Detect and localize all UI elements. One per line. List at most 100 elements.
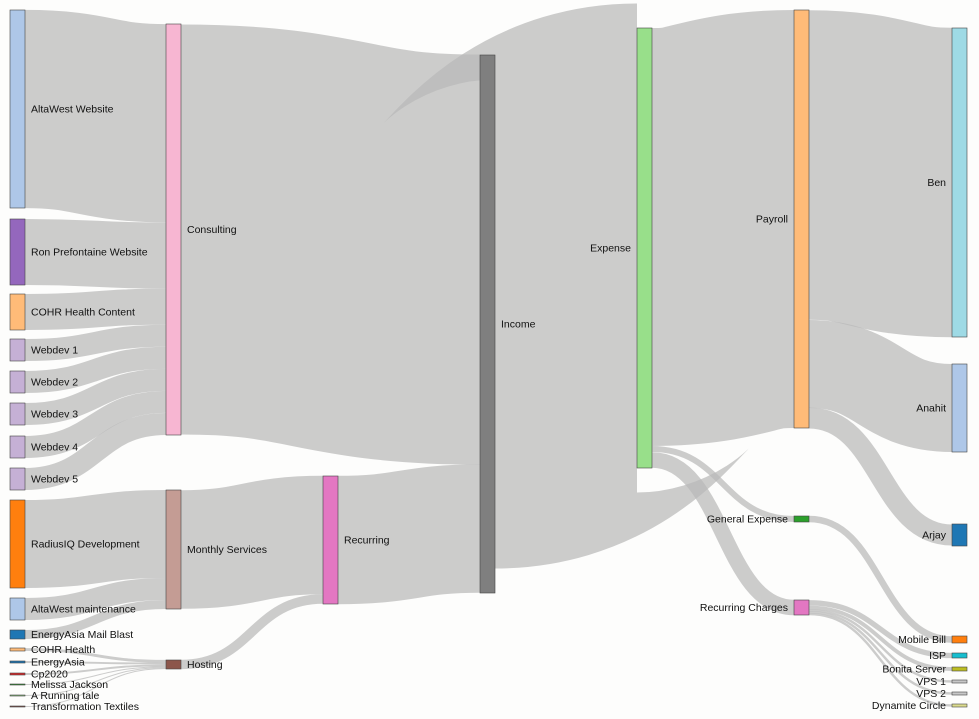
node-mobile-bill: Mobile Bill [898, 634, 968, 646]
node-bar-cohr-health [9, 647, 26, 652]
node-bar-anahit [951, 363, 968, 453]
node-bar-webdev5 [9, 467, 26, 491]
node-bar-cohr-content [9, 293, 26, 331]
node-melissa: Melissa Jackson [9, 679, 108, 691]
link-expense-to-payroll [647, 10, 799, 446]
node-energyasia-blast: EnergyAsia Mail Blast [9, 629, 133, 641]
node-label-running-tale: A Running tale [31, 690, 99, 702]
link-altawest_maint-to-monthly [24, 578, 167, 620]
link-webdev1-to-consulting [24, 324, 167, 362]
link-cohr_content-to-consulting [24, 288, 167, 331]
node-consulting: Consulting [165, 23, 237, 436]
link-radiusiq-to-monthly [24, 490, 167, 588]
node-bar-arjay [951, 523, 968, 547]
link-recurring_charges-to-bonita [808, 605, 953, 671]
link-transformation-to-hosting [24, 668, 167, 707]
node-bar-altawest-maint [9, 597, 26, 621]
node-bar-webdev3 [9, 402, 26, 426]
node-monthly: Monthly Services [165, 489, 267, 610]
node-label-mobile-bill: Mobile Bill [898, 634, 946, 646]
node-label-energyasia: EnergyAsia [31, 657, 85, 669]
node-label-bonita: Bonita Server [882, 664, 946, 676]
node-expense: Expense [590, 27, 653, 469]
node-recurring: Recurring [322, 475, 390, 605]
link-general_expense-to-mobile_bill [808, 515, 953, 643]
node-bar-webdev2 [9, 370, 26, 394]
node-label-vps2: VPS 2 [916, 688, 946, 700]
node-bar-recurring-charges [793, 599, 810, 616]
node-isp: ISP [929, 650, 968, 662]
node-label-radiusiq: RadiusIQ Development [31, 539, 140, 551]
node-bar-mobile-bill [951, 635, 968, 644]
node-label-arjay: Arjay [922, 530, 947, 542]
node-label-webdev5: Webdev 5 [31, 474, 78, 486]
node-bar-vps2 [951, 691, 968, 696]
node-bar-running-tale [9, 694, 26, 697]
link-altawest_website-to-consulting [23, 9, 168, 223]
node-bar-general-expense [793, 515, 810, 523]
node-bar-ben [951, 27, 968, 338]
link-expense-to-general_expense [651, 446, 795, 522]
node-bar-monthly [165, 489, 182, 610]
node-running-tale: A Running tale [9, 690, 99, 702]
node-webdev2: Webdev 2 [9, 370, 78, 394]
node-dynamite: Dynamite Circle [872, 700, 968, 712]
node-label-anahit: Anahit [916, 403, 946, 415]
node-label-general-expense: General Expense [707, 514, 788, 526]
node-arjay: Arjay [922, 523, 968, 547]
node-label-energyasia-blast: EnergyAsia Mail Blast [31, 629, 133, 641]
link-payroll-to-ben [806, 10, 955, 338]
node-label-consulting: Consulting [187, 224, 237, 236]
link-melissa-to-hosting [24, 666, 167, 685]
link-recurring_charges-to-dynamite [808, 612, 953, 707]
node-bar-expense [636, 27, 653, 469]
node-bar-recurring [322, 475, 339, 605]
node-cohr-content: COHR Health Content [9, 293, 135, 331]
node-label-webdev1: Webdev 1 [31, 345, 78, 357]
node-bar-hosting [165, 659, 182, 670]
node-transformation: Transformation Textiles [9, 701, 139, 713]
node-label-cp2020: Cp2020 [31, 669, 68, 681]
sankey-links [23, 3, 955, 707]
link-webdev3-to-consulting [24, 368, 167, 426]
node-label-webdev4: Webdev 4 [31, 442, 78, 454]
node-label-cohr-health: COHR Health [31, 644, 95, 656]
node-bar-bonita [951, 666, 968, 672]
link-hosting-to-recurring [180, 594, 324, 670]
node-payroll: Payroll [756, 9, 810, 429]
node-label-hosting: Hosting [187, 659, 223, 671]
link-recurring_charges-to-vps1 [808, 609, 953, 683]
node-bar-radiusiq [9, 499, 26, 589]
node-bar-income [479, 54, 496, 594]
link-running_tale-to-hosting [24, 667, 167, 696]
node-income: Income [479, 54, 536, 594]
node-webdev4: Webdev 4 [9, 435, 78, 459]
node-bar-vps1 [951, 679, 968, 684]
link-ron_prefontaine-to-consulting [24, 218, 167, 289]
node-label-webdev3: Webdev 3 [31, 409, 78, 421]
node-cp2020: Cp2020 [9, 669, 68, 681]
node-hosting: Hosting [165, 659, 223, 671]
link-payroll-to-anahit [807, 320, 954, 452]
node-label-vps1: VPS 1 [916, 676, 946, 688]
node-webdev5: Webdev 5 [9, 467, 78, 491]
node-bar-webdev1 [9, 338, 26, 362]
node-label-webdev2: Webdev 2 [31, 377, 78, 389]
link-recurring-to-income [337, 464, 481, 605]
node-webdev3: Webdev 3 [9, 402, 78, 426]
link-webdev2-to-consulting [24, 346, 167, 394]
node-bar-melissa [9, 683, 26, 686]
link-energyasia-to-hosting [24, 661, 167, 665]
link-expense-to-recurring_charges [651, 452, 795, 616]
link-cp2020-to-hosting [24, 664, 167, 675]
node-bar-ron-prefontaine [9, 218, 26, 286]
node-label-payroll: Payroll [756, 214, 788, 226]
node-energyasia: EnergyAsia [9, 657, 85, 669]
node-bar-payroll [793, 9, 810, 429]
node-label-ben: Ben [927, 177, 946, 189]
node-altawest-website: AltaWest Website [9, 9, 114, 209]
node-webdev1: Webdev 1 [9, 338, 78, 362]
node-general-expense: General Expense [707, 514, 810, 526]
node-ben: Ben [927, 27, 968, 338]
